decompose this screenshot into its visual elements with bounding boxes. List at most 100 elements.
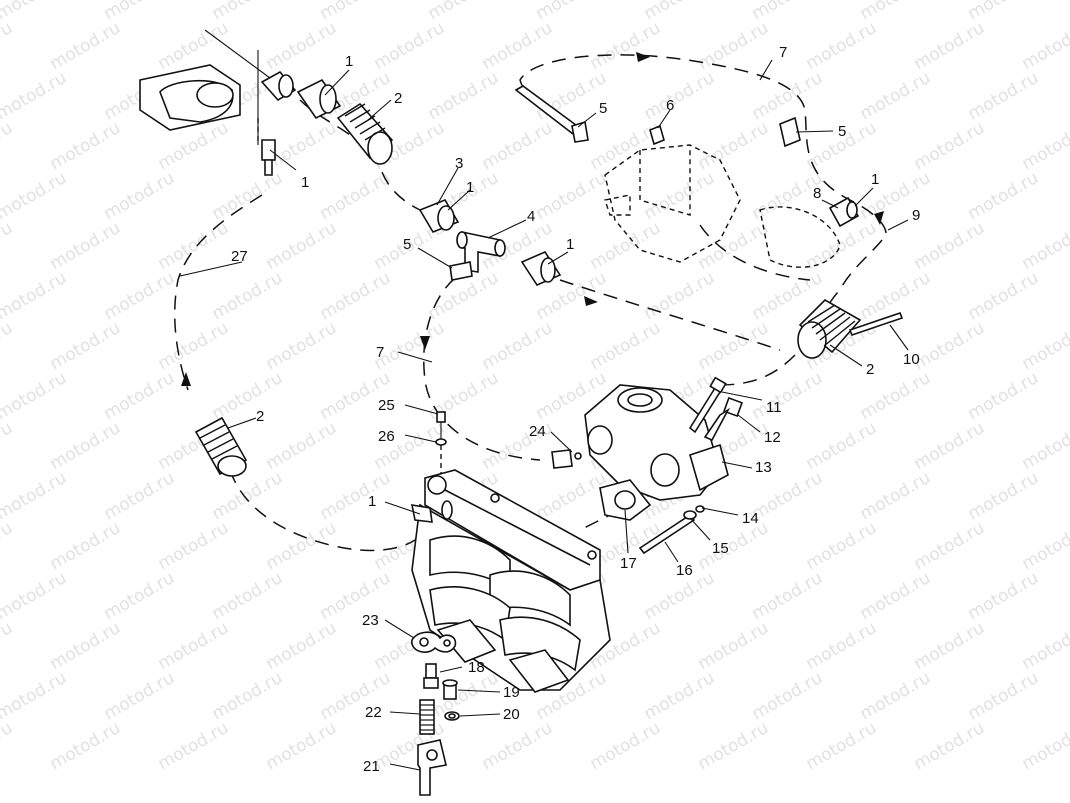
watermark-text: motod.ru: [0, 418, 16, 474]
watermark-text: motod.ru: [803, 718, 881, 774]
watermark-text: motod.ru: [209, 568, 287, 624]
watermark-text: motod.ru: [0, 668, 70, 724]
callout-19: 19: [503, 684, 520, 701]
watermark-text: motod.ru: [371, 18, 449, 74]
callout-7: 7: [376, 344, 384, 361]
watermark-text: motod.ru: [101, 368, 179, 424]
watermark-text: motod.ru: [155, 18, 233, 74]
callout-20: 20: [503, 706, 520, 723]
watermark-text: motod.ru: [47, 518, 125, 574]
watermark-text: motod.ru: [911, 318, 989, 374]
callout-2: 2: [256, 408, 264, 425]
watermark-text: motod.ru: [803, 418, 881, 474]
callout-1: 1: [871, 171, 879, 188]
watermark-text: motod.ru: [0, 318, 16, 374]
watermark-text: motod.ru: [101, 568, 179, 624]
watermark-text: motod.ru: [695, 218, 773, 274]
watermark-text: motod.ru: [155, 318, 233, 374]
watermark-text: motod.ru: [209, 268, 287, 324]
fitting-8: [828, 196, 860, 228]
watermark-text: motod.ru: [47, 18, 125, 74]
watermark-text: motod.ru: [695, 318, 773, 374]
watermark-text: motod.ru: [695, 18, 773, 74]
watermark-text: motod.ru: [641, 168, 719, 224]
leader-lines: [179, 59, 909, 771]
watermark-text: motod.ru: [101, 168, 179, 224]
callout-11: 11: [766, 399, 782, 416]
callout-15: 15: [712, 540, 729, 557]
watermark-text: motod.ru: [0, 568, 70, 624]
watermark-text: motod.ru: [1019, 618, 1070, 674]
watermark-text: motod.ru: [911, 518, 989, 574]
watermark-text: motod.ru: [479, 118, 557, 174]
cylinder-block: [410, 469, 611, 693]
callout-13: 13: [755, 459, 772, 476]
watermark-text: motod.ru: [857, 668, 935, 724]
watermark-text: motod.ru: [641, 268, 719, 324]
watermark-text: motod.ru: [479, 18, 557, 74]
watermark-text: motod.ru: [1019, 218, 1070, 274]
watermark-text: motod.ru: [857, 568, 935, 624]
hose-coupler-upper: [336, 102, 394, 165]
watermark-text: motod.ru: [965, 268, 1043, 324]
watermark-text: motod.ru: [533, 468, 611, 524]
callout-26: 26: [378, 428, 395, 445]
watermark-text: motod.ru: [695, 718, 773, 774]
watermark-text: motod.ru: [857, 468, 935, 524]
watermark-text: motod.ru: [101, 468, 179, 524]
fitting-24: [551, 449, 582, 469]
watermark-text: motod.ru: [47, 318, 125, 374]
watermark-text: motod.ru: [425, 368, 503, 424]
callout-12: 12: [764, 429, 781, 446]
callout-1: 1: [466, 179, 474, 196]
watermark-text: motod.ru: [587, 18, 665, 74]
bolt-12: [703, 397, 743, 442]
corner-marks: [204, 29, 271, 145]
bolt-11: [688, 376, 727, 434]
callout-21: 21: [363, 758, 380, 775]
watermark-text: motod.ru: [0, 518, 16, 574]
watermark-text: motod.ru: [749, 368, 827, 424]
watermark-text: motod.ru: [587, 318, 665, 374]
callout-2: 2: [394, 90, 402, 107]
callout-3: 3: [455, 155, 463, 172]
watermark-text: motod.ru: [0, 218, 16, 274]
watermark-text: motod.ru: [911, 418, 989, 474]
cable-tie: [848, 311, 904, 337]
watermark-text: motod.ru: [911, 618, 989, 674]
callout-1: 1: [368, 493, 376, 510]
bellow-left: [194, 416, 248, 477]
callout-1: 1: [566, 236, 574, 253]
intake-box: [139, 64, 241, 131]
callout-5: 5: [599, 100, 607, 117]
watermark-text: motod.ru: [317, 268, 395, 324]
watermark-text: motod.ru: [0, 18, 16, 74]
watermark-text: motod.ru: [587, 718, 665, 774]
watermark-text: motod.ru: [0, 0, 70, 24]
callout-4: 4: [527, 208, 535, 225]
top-pipe: [514, 85, 801, 148]
plug-19: [442, 679, 458, 700]
watermark-text: motod.ru: [911, 218, 989, 274]
watermark-text: motod.ru: [749, 68, 827, 124]
watermark-text: motod.ru: [1019, 718, 1070, 774]
flow-arrows: [181, 52, 884, 386]
watermark-text: motod.ru: [0, 268, 70, 324]
watermark-text: motod.ru: [263, 18, 341, 74]
tee-fitting: [456, 231, 506, 273]
watermark-text: motod.ru: [0, 168, 70, 224]
watermark-text: motod.ru: [317, 168, 395, 224]
watermark-text: motod.ru: [0, 718, 16, 774]
callout-1: 1: [301, 174, 309, 191]
gasket-17: [599, 479, 652, 521]
watermark-text: motod.ru: [0, 118, 16, 174]
callout-10: 10: [903, 351, 920, 368]
watermark-text: motod.ru: [47, 118, 125, 174]
callout-7: 7: [779, 44, 787, 61]
watermark-text: motod.ru: [317, 568, 395, 624]
hose-end-5: [449, 261, 473, 281]
bolt-25: [435, 411, 447, 478]
watermark-text: motod.ru: [749, 468, 827, 524]
watermark-text: motod.ru: [209, 368, 287, 424]
